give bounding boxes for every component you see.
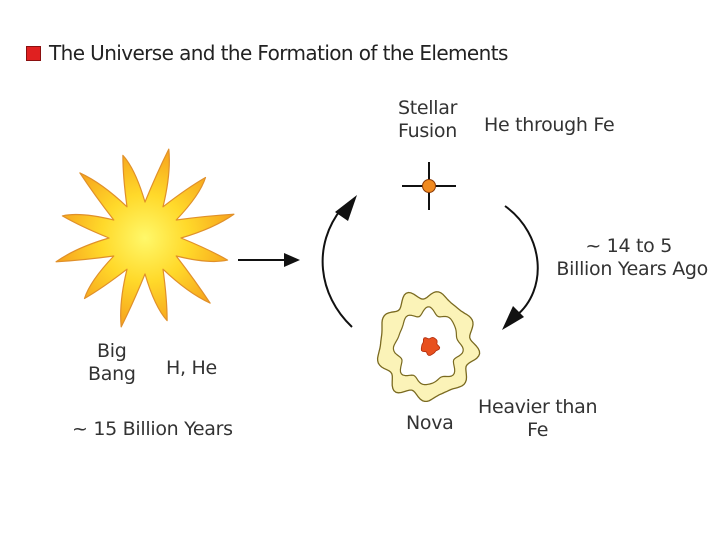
- label-cycle-time-line1: ~ 14 to 5: [548, 235, 708, 258]
- label-stellar-line1: Stellar: [398, 97, 457, 120]
- nova-shell-icon: [378, 292, 480, 402]
- label-big-bang-line1: Big: [88, 340, 136, 363]
- label-big-bang-line2: Bang: [88, 363, 136, 386]
- label-big-bang: Big Bang: [88, 340, 136, 386]
- title-text: The Universe and the Formation of the El…: [49, 41, 508, 65]
- label-big-bang-elements: H, He: [166, 357, 217, 380]
- label-cycle-time: ~ 14 to 5 Billion Years Ago: [548, 235, 708, 281]
- label-nova: Nova: [406, 412, 454, 435]
- label-stellar-fusion: Stellar Fusion: [398, 97, 457, 143]
- label-stellar-line2: Fusion: [398, 120, 457, 143]
- cycle-arrow-right: [502, 206, 538, 330]
- label-nova-elements-line2: Fe: [478, 419, 597, 442]
- label-nova-elements-line1: Heavier than: [478, 396, 597, 419]
- cycle-arrow-left: [323, 195, 357, 327]
- label-stellar-elements: He through Fe: [484, 114, 614, 137]
- big-bang-arrow: [238, 253, 300, 267]
- label-cycle-time-line2: Billion Years Ago: [548, 258, 708, 281]
- label-big-bang-time: ~ 15 Billion Years: [72, 418, 233, 441]
- slide-title: The Universe and the Formation of the El…: [26, 40, 508, 66]
- star-crosshair-icon: [402, 162, 456, 210]
- title-bullet-icon: [26, 46, 41, 61]
- sun-burst-icon: [56, 149, 234, 327]
- label-nova-elements: Heavier than Fe: [478, 396, 597, 442]
